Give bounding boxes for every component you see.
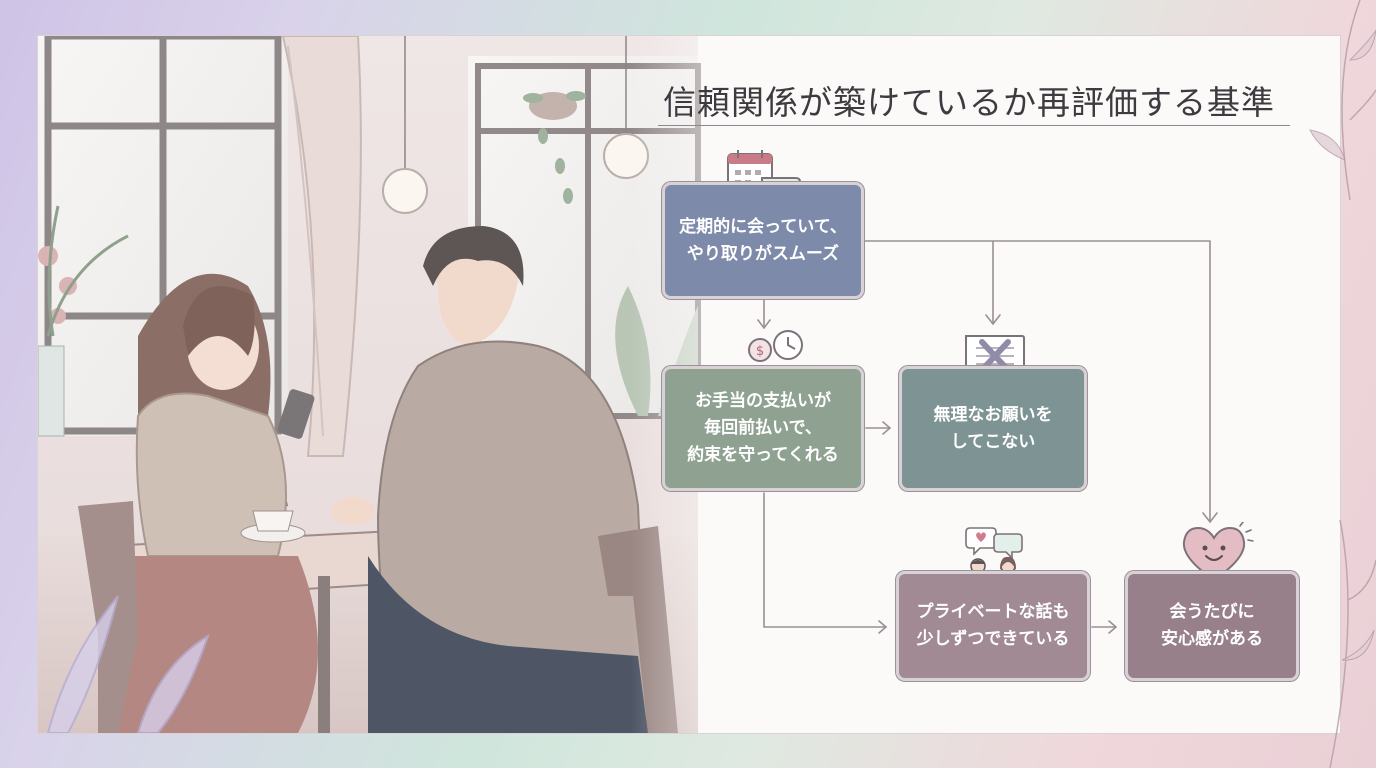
criterion-label: 会うたびに 安心感がある bbox=[1161, 602, 1263, 649]
criterion-regular-meetings: 定期的に会っていて、 やり取りがスムーズ bbox=[662, 182, 864, 299]
content-card: 信頼関係が築けているか再評価する基準 bbox=[37, 35, 1341, 734]
criterion-label: 定期的に会っていて、 やり取りがスムーズ bbox=[679, 216, 847, 264]
edge-private-secure-arrow bbox=[1108, 620, 1117, 634]
leaf-decoration-icon bbox=[1309, 0, 1376, 768]
criterion-sense-of-security: 会うたびに 安心感がある bbox=[1125, 571, 1299, 681]
edge-payment-unreasonable-arrow bbox=[882, 421, 891, 435]
couple-chat-icon bbox=[965, 527, 1023, 586]
page-title: 信頼関係が築けているか再評価する基準 bbox=[663, 83, 1275, 122]
criterion-label: プライベートな話も 少しずつできている bbox=[916, 602, 1070, 649]
title-divider bbox=[658, 125, 1290, 126]
criterion-label: 無理なお願いを してこない bbox=[933, 404, 1053, 452]
edge-payment-private bbox=[763, 492, 887, 628]
criterion-private-talk: プライベートな話も 少しずつできている bbox=[896, 571, 1090, 681]
criterion-label: お手当の支払いが 毎回前払いで、 約束を守ってくれる bbox=[687, 391, 839, 465]
flow-connectors bbox=[757, 240, 1218, 634]
svg-text:$: $ bbox=[756, 344, 764, 359]
smiling-heart-icon bbox=[1182, 522, 1254, 582]
edge-payment-private-arrow bbox=[878, 620, 887, 634]
criterion-advance-payment: お手当の支払いが 毎回前払いで、 約束を守ってくれる bbox=[662, 366, 864, 491]
edge-regular-secure-arrow bbox=[1202, 512, 1218, 523]
edge-regular-payment-arrow bbox=[757, 319, 771, 329]
criterion-no-unreasonable-requests: 無理なお願いを してこない bbox=[899, 366, 1087, 491]
edge-regular-unreasonable-arrow bbox=[985, 314, 1001, 325]
edge-regular-secure bbox=[864, 240, 1211, 523]
